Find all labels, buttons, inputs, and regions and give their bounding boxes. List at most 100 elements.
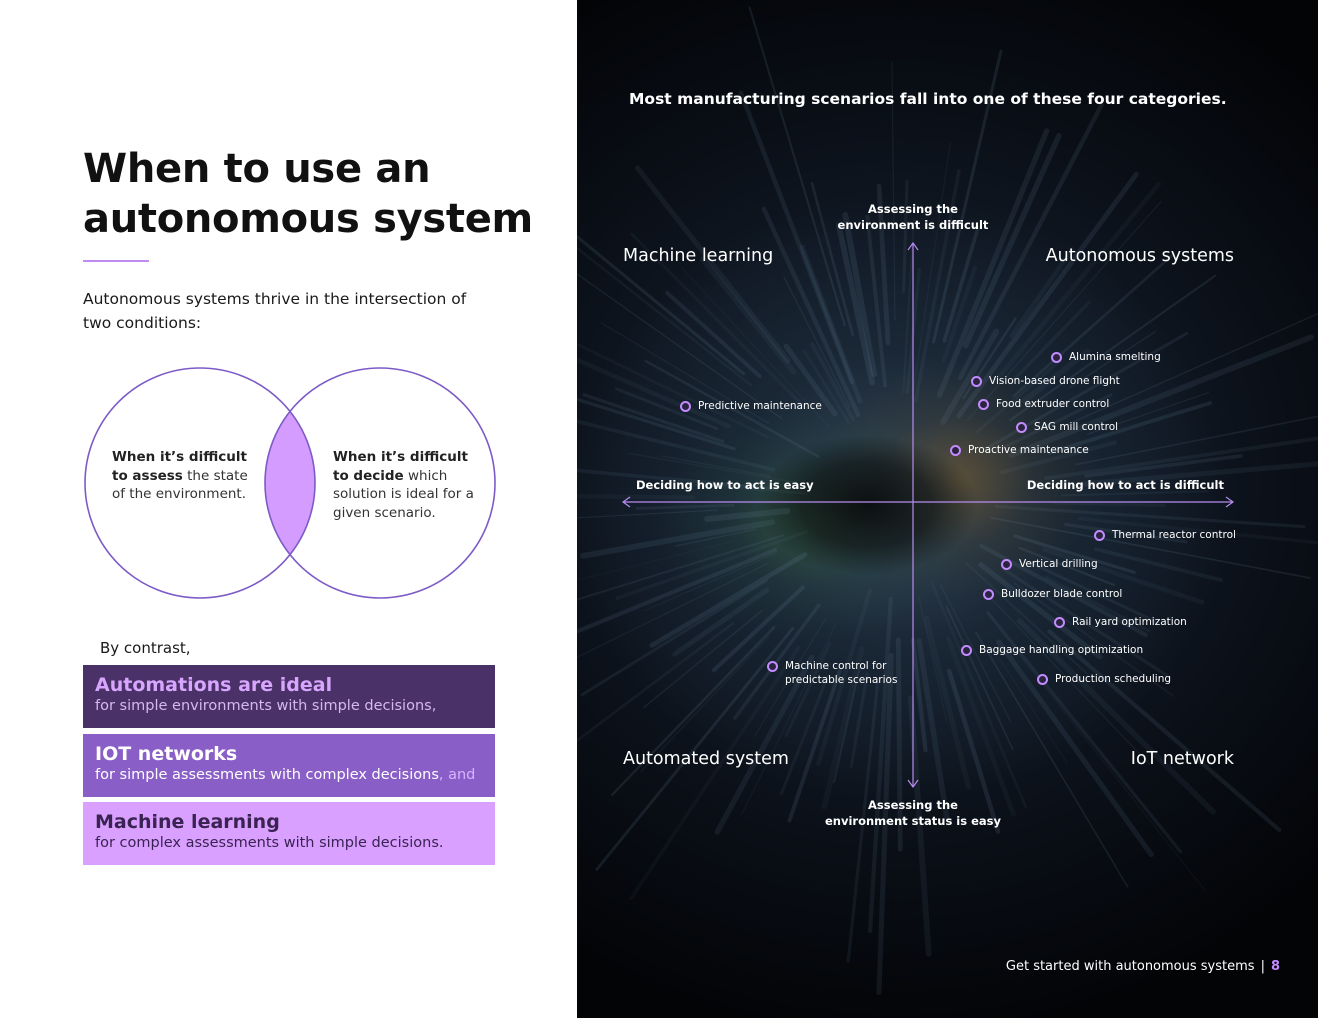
background-streak <box>783 276 851 408</box>
axis-label-top: Assessing the environment is difficult <box>837 202 989 232</box>
quadrant-label-autonomous-systems: Autonomous systems <box>1045 246 1234 266</box>
background-streak <box>1042 547 1205 605</box>
background-streak <box>577 622 735 743</box>
background-streak <box>1021 348 1091 404</box>
background-streak <box>1008 334 1314 458</box>
point-marker <box>961 645 972 656</box>
scenario-point: Production scheduling <box>1037 673 1171 687</box>
background-streak <box>639 634 771 773</box>
axis-label-right: Deciding how to act is difficult <box>1026 478 1224 492</box>
point-label: Vision-based drone flight <box>989 375 1120 387</box>
background-streak <box>942 225 980 343</box>
background-streak <box>674 528 756 547</box>
background-streak <box>901 179 909 293</box>
background-streak <box>810 182 855 337</box>
background-streak <box>699 256 797 375</box>
background-streak <box>630 232 806 409</box>
background-streak <box>867 596 893 934</box>
background-streak <box>993 181 1162 384</box>
left-page: When to use an autonomous system Autonom… <box>0 0 577 1018</box>
background-streak <box>577 547 778 634</box>
background-streak <box>1064 522 1188 544</box>
background-streak <box>577 493 696 500</box>
point-marker <box>680 401 691 412</box>
background-streak <box>643 552 778 612</box>
background-streak <box>1011 644 1207 892</box>
background-streak <box>681 267 829 427</box>
point-marker <box>978 399 989 410</box>
point-marker <box>1094 530 1105 541</box>
background-streak <box>580 579 769 697</box>
background-streak <box>600 322 770 424</box>
background-streak <box>714 654 815 835</box>
background-streak <box>994 504 1306 529</box>
background-streak <box>932 49 1003 344</box>
venn-right-text: When it’s difficult to decide which solu… <box>333 449 474 521</box>
point-label: Machine control for predictable scenario… <box>785 660 898 686</box>
point-label: Vertical drilling <box>1019 558 1098 570</box>
background-streak <box>946 668 1001 834</box>
box-subtitle: for simple environments with simple deci… <box>95 698 437 714</box>
scenario-point: SAG mill control <box>1016 421 1118 435</box>
point-marker <box>983 589 994 600</box>
background-streak <box>577 534 785 601</box>
background-streak <box>665 291 762 379</box>
background-streak <box>577 273 783 420</box>
point-label: Bulldozer blade control <box>1001 588 1123 600</box>
point-label: Predictive maintenance <box>698 400 822 412</box>
background-streak <box>595 626 795 871</box>
scenario-point: Rail yard optimization <box>1054 616 1187 630</box>
background-streak <box>957 102 1104 381</box>
background-streak <box>672 587 770 657</box>
background-streak <box>994 393 1113 453</box>
background-streak <box>978 562 1103 660</box>
background-streak <box>577 246 753 387</box>
background-streak <box>876 183 891 346</box>
background-streak <box>916 638 950 820</box>
background-streak <box>644 359 820 458</box>
point-marker <box>971 376 982 387</box>
background-streak <box>940 584 1012 723</box>
point-label: Thermal reactor control <box>1112 529 1236 541</box>
background-streak <box>615 530 808 600</box>
point-label: Production scheduling <box>1055 673 1172 685</box>
background-streak <box>833 664 862 784</box>
point-label: SAG mill control <box>1034 421 1119 433</box>
background-streak <box>923 615 972 790</box>
background-streak <box>966 201 1162 422</box>
background-streak <box>761 206 861 418</box>
background-streak <box>930 581 1028 808</box>
venn-left-text: When it’s difficult to assess the state … <box>112 449 248 502</box>
background-streak <box>986 611 1183 854</box>
background-streak <box>910 637 928 753</box>
background-streak <box>964 561 1088 675</box>
background-streak <box>614 387 719 431</box>
scenario-point: Vision-based drone flight <box>971 375 1120 389</box>
background-streak <box>1018 547 1115 586</box>
axis-label-left: Deciding how to act is easy <box>636 478 814 492</box>
box-title: Machine learning <box>95 811 280 833</box>
background-streak <box>643 610 763 708</box>
background-streak <box>748 6 846 327</box>
background-streak <box>936 128 1050 398</box>
scenario-point: Vertical drilling <box>1001 558 1098 572</box>
background-streak <box>945 605 1014 750</box>
scenario-point: Food extruder control <box>978 398 1109 412</box>
background-streak <box>787 667 843 823</box>
scenario-point: Alumina smelting <box>1051 351 1161 365</box>
background-streak <box>711 585 805 673</box>
background-streak <box>940 328 1000 425</box>
background-streak <box>975 631 1129 888</box>
background-streak <box>802 349 851 425</box>
iot-networks-box: IOT networks for simple assessments with… <box>83 734 495 797</box>
venn-diagram <box>84 367 496 599</box>
automations-box: Automations are ideal for simple environ… <box>83 665 495 728</box>
point-marker <box>1051 352 1062 363</box>
background-streak <box>577 562 769 659</box>
background-streak <box>962 132 1062 349</box>
point-marker <box>950 445 961 456</box>
quadrant-label-automated-system: Automated system <box>623 749 789 769</box>
background-streak <box>582 393 725 444</box>
point-marker <box>1001 559 1012 570</box>
background-streak <box>1062 312 1318 428</box>
